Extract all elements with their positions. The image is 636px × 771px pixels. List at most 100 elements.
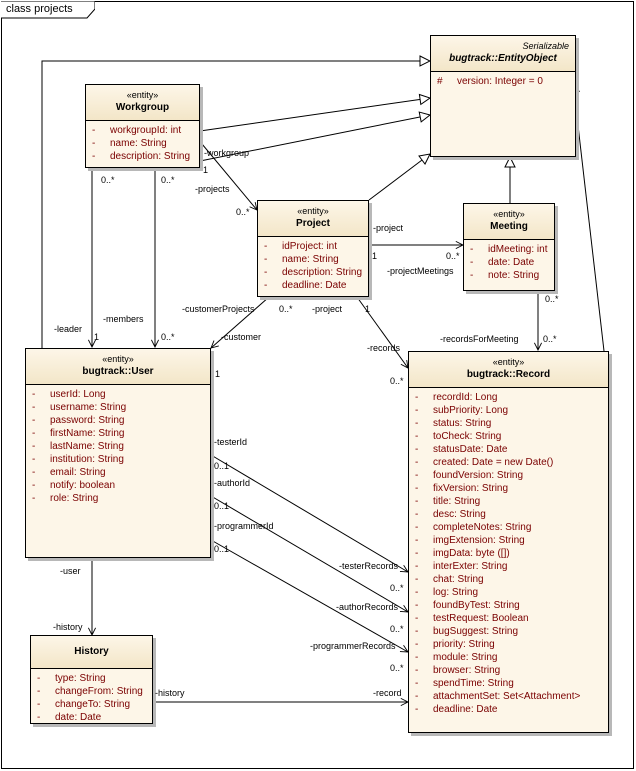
- attribute: -date: Date: [37, 712, 102, 723]
- multiplicity-label: 0..*: [390, 663, 404, 673]
- gen-record-entityobject: [573, 82, 605, 352]
- attribute-list: -workgroupId: int -name: String -descrip…: [86, 121, 199, 163]
- attribute: -deadline: Date: [264, 280, 347, 291]
- multiplicity-label: 0..*: [545, 294, 559, 304]
- multiplicity-label: 1: [94, 332, 100, 342]
- attribute: -idProject: int: [264, 241, 338, 252]
- class-workgroup[interactable]: «entity» Workgroup -workgroupId: int -na…: [85, 84, 200, 168]
- attribute-list: -idProject: int -name: String -descripti…: [258, 237, 368, 292]
- role-label: -project: [312, 304, 343, 314]
- multiplicity-label: 1: [215, 369, 221, 379]
- attribute: -firstName: String: [32, 428, 125, 439]
- role-label: -customer: [221, 332, 262, 342]
- attribute: -notify: boolean: [32, 480, 116, 491]
- multiplicity-label: 1: [365, 304, 371, 314]
- multiplicity-label: 0..1: [214, 501, 230, 511]
- assoc-programmer-record: [211, 540, 408, 652]
- attribute: -foundVersion: String: [415, 470, 524, 481]
- attribute: -institution: String: [32, 454, 124, 465]
- role-label: -authorRecords: [336, 602, 399, 612]
- attribute-list: -idMeeting: int -date: Date -note: Strin…: [464, 240, 554, 282]
- class-name: Meeting: [490, 221, 528, 232]
- attribute-list: -type: String -changeFrom: String -chang…: [31, 669, 152, 723]
- role-label: -records: [367, 343, 401, 353]
- attribute: -role: String: [32, 493, 99, 504]
- multiplicity-label: 0..*: [101, 175, 115, 185]
- attribute: -type: String: [37, 673, 106, 684]
- attribute: -note: String: [470, 270, 540, 281]
- attribute-list: -recordId: Long -subPriority: Long -stat…: [409, 388, 608, 716]
- role-label: -testerRecords: [339, 561, 399, 571]
- class-project[interactable]: «entity» Project -idProject: int -name: …: [257, 200, 369, 297]
- attribute: -description: String: [92, 151, 191, 162]
- attribute: -changeFrom: String: [37, 686, 143, 697]
- attribute: -statusDate: Date: [415, 444, 508, 455]
- attribute: -password: String: [32, 415, 125, 426]
- role-label: -programmerId: [214, 521, 274, 531]
- attribute: #version: Integer = 0: [437, 76, 543, 87]
- attribute: -subPriority: Long: [415, 405, 509, 416]
- attribute: -attachmentSet: Set<Attachment>: [415, 691, 581, 702]
- attribute: -spendTime: String: [415, 678, 514, 689]
- attribute: -date: Date: [470, 257, 535, 268]
- class-name: History: [74, 646, 109, 657]
- role-label: -members: [103, 314, 144, 324]
- role-label: -workgroup: [204, 148, 250, 158]
- multiplicity-label: 0..*: [279, 304, 293, 314]
- assoc-project-record: [357, 297, 408, 368]
- attribute: -module: String: [415, 652, 498, 663]
- class-name: Workgroup: [115, 102, 170, 113]
- class-entityobject[interactable]: Serializable bugtrack::EntityObject #ver…: [430, 35, 576, 157]
- attribute: -title: String: [415, 496, 481, 507]
- multiplicity-label: 0..1: [214, 544, 230, 554]
- attribute: -created: Date = new Date(): [415, 457, 554, 468]
- class-user[interactable]: «entity» bugtrack::User -userId: Long -u…: [25, 348, 211, 558]
- role-label: -record: [373, 688, 402, 698]
- multiplicity-label: 0..*: [446, 251, 460, 261]
- attribute: -name: String: [264, 254, 339, 265]
- attribute: -deadline: Date: [415, 704, 498, 715]
- attribute: -desc: String: [415, 509, 486, 520]
- attribute: -workgroupId: int: [92, 125, 182, 136]
- multiplicity-label: 1: [372, 251, 378, 261]
- attribute: -idMeeting: int: [470, 244, 548, 255]
- role-label: -user: [60, 566, 81, 576]
- multiplicity-label: 0..*: [390, 376, 404, 386]
- attribute-list: -userId: Long -username: String -passwor…: [26, 385, 210, 505]
- attribute: -chat: String: [415, 574, 484, 585]
- role-label: -leader: [54, 324, 83, 334]
- attribute: -completeNotes: String: [415, 522, 532, 533]
- role-label: -project: [373, 223, 404, 233]
- attribute: -recordId: Long: [415, 392, 498, 403]
- assoc-workgroup-project: [202, 144, 257, 210]
- attribute: -changeTo: String: [37, 699, 131, 710]
- gen-user-entityobject: [41, 61, 430, 348]
- role-label: -customerProjects: [182, 304, 255, 314]
- class-meeting[interactable]: «entity» Meeting -idMeeting: int -date: …: [463, 203, 555, 291]
- role-label: -recordsForMeeting: [440, 334, 519, 344]
- class-stereotype: Serializable: [522, 41, 569, 51]
- attribute: -foundByTest: String: [415, 600, 520, 611]
- multiplicity-label: 0..*: [543, 334, 557, 344]
- role-label: -testerId: [214, 437, 248, 447]
- frame-label: class projects: [6, 3, 73, 15]
- attribute: -fixVersion: String: [415, 483, 509, 494]
- role-label: -history: [53, 622, 83, 632]
- class-stereotype: «entity»: [102, 354, 134, 364]
- attribute: -username: String: [32, 402, 127, 413]
- class-history[interactable]: History -type: String -changeFrom: Strin…: [30, 635, 153, 724]
- gen-workgroup-entityobject: [199, 98, 430, 132]
- role-label: -projects: [195, 184, 230, 194]
- class-name: bugtrack::Record: [466, 369, 551, 380]
- role-label: -authorId: [214, 478, 251, 488]
- gen-project-entityobject: [368, 154, 430, 201]
- attribute: -email: String: [32, 467, 106, 478]
- multiplicity-label: 0..*: [161, 175, 175, 185]
- attribute: -status: String: [415, 418, 492, 429]
- multiplicity-label: 0..*: [390, 583, 404, 593]
- attribute-list: #version: Integer = 0: [431, 72, 575, 88]
- class-record[interactable]: «entity» bugtrack::Record -recordId: Lon…: [408, 351, 609, 733]
- attribute: -imgData: byte ([]): [415, 548, 510, 559]
- class-name: bugtrack::User: [82, 366, 154, 377]
